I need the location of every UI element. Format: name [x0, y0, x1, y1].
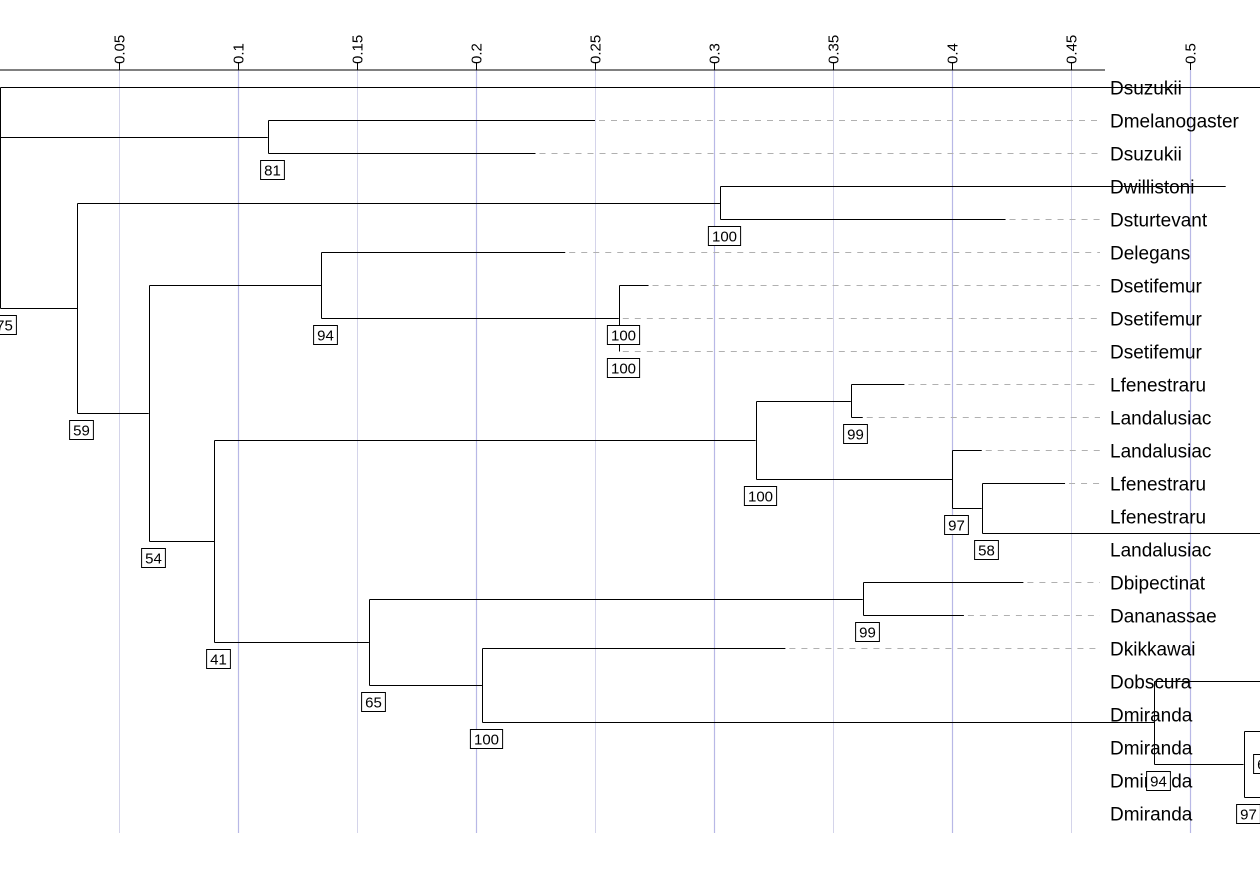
bootstrap-value: 65 — [365, 695, 382, 712]
bootstrap-box — [707, 226, 742, 246]
bootstrap-box — [843, 424, 868, 444]
bootstrap-box — [469, 729, 504, 749]
bootstrap-value: 81 — [264, 163, 281, 180]
axis-tick-label: 0.35 — [826, 35, 843, 64]
distance-axis: 0.050.10.150.20.250.30.350.40.450.50.550… — [0, 35, 1200, 71]
bootstrap-value: 99 — [859, 625, 876, 642]
bootstrap-box — [69, 420, 94, 440]
bootstrap-box — [974, 540, 999, 560]
bootstrap-box — [1236, 804, 1260, 824]
bootstrap-box — [260, 160, 285, 180]
bootstrap-box — [313, 325, 338, 345]
bootstrap-box — [743, 486, 778, 506]
axis-tick-label: 0.3 — [707, 43, 724, 64]
bootstrap-box — [206, 649, 231, 669]
bootstrap-box — [606, 358, 641, 378]
bootstrap-box — [1253, 754, 1260, 774]
bootstrap-labels: 8110010010094991005897100996497941006541… — [0, 160, 1260, 824]
leaf-label: Dkikkawai — [1110, 640, 1196, 661]
axis-tick-label: 0.05 — [112, 35, 129, 64]
branches — [0, 87, 1260, 798]
leaf-label: Dwillistoni — [1110, 178, 1194, 199]
leaf-label: Dmelanogaster — [1110, 112, 1240, 133]
leaf-label: Lfenestraru — [1110, 376, 1206, 397]
leaf-label: Dmiranda — [1110, 805, 1193, 826]
bootstrap-value: 64 — [1257, 757, 1260, 774]
bootstrap-box — [361, 692, 386, 712]
bootstrap-value: 100 — [611, 328, 636, 345]
bootstrap-box — [141, 548, 166, 568]
leaf-label: Dbipectinat — [1110, 574, 1206, 595]
leaf-label: Landalusiac — [1110, 541, 1211, 562]
bootstrap-value: 100 — [748, 489, 773, 506]
leaf-label: Landalusiac — [1110, 409, 1211, 430]
bootstrap-box — [1146, 771, 1171, 791]
leaf-label: Dsturtevant — [1110, 211, 1208, 232]
leaf-label: Landalusiac — [1110, 442, 1211, 463]
bootstrap-box — [606, 325, 641, 345]
bootstrap-value: 54 — [145, 551, 162, 568]
axis-tick-label: 0.15 — [350, 35, 367, 64]
leaf-label: Dsuzukii — [1110, 145, 1182, 166]
bootstrap-value: 97 — [1240, 807, 1257, 824]
leaf-label: Dsetifemur — [1110, 277, 1203, 298]
leaf-label: Dsuzukii — [1110, 79, 1182, 100]
bootstrap-value: 94 — [1150, 774, 1167, 791]
leaf-label: Dsetifemur — [1110, 343, 1203, 364]
bootstrap-value: 94 — [317, 328, 334, 345]
leaf-labels: DsuzukiiDmelanogasterDsuzukiiDwillistoni… — [1110, 79, 1240, 826]
bootstrap-value: 59 — [73, 423, 90, 440]
leaf-label: Lfenestraru — [1110, 508, 1206, 529]
axis-tick-label: 0.1 — [231, 43, 248, 64]
bootstrap-value: 75 — [0, 318, 13, 335]
leaf-label: Delegans — [1110, 244, 1190, 265]
axis-tick-label: 0.2 — [469, 43, 486, 64]
bootstrap-box — [855, 622, 880, 642]
bootstrap-value: 100 — [611, 361, 636, 378]
axis-tick-label: 0.5 — [1183, 43, 1200, 64]
leaf-label: Lfenestraru — [1110, 475, 1206, 496]
leaf-label: Dmiranda — [1110, 706, 1193, 727]
leaf-label: Dobscura — [1110, 673, 1192, 694]
bootstrap-value: 100 — [712, 229, 737, 246]
axis-tick-label: 0.25 — [588, 35, 605, 64]
leaf-guides — [539, 120, 1100, 649]
bootstrap-value: 97 — [948, 518, 965, 535]
bootstrap-box — [0, 315, 17, 335]
grid-lines — [119, 70, 1192, 833]
bootstrap-value: 58 — [978, 543, 995, 560]
leaf-label: Dsetifemur — [1110, 310, 1203, 331]
bootstrap-value: 100 — [474, 732, 499, 749]
bootstrap-box — [944, 515, 969, 535]
axis-tick-label: 0.45 — [1064, 35, 1081, 64]
axis-tick-label: 0.4 — [945, 43, 962, 64]
bootstrap-value: 41 — [210, 652, 227, 669]
leaf-label: Dananassae — [1110, 607, 1217, 628]
leaf-label: Dmiranda — [1110, 739, 1193, 760]
bootstrap-value: 99 — [847, 427, 864, 444]
